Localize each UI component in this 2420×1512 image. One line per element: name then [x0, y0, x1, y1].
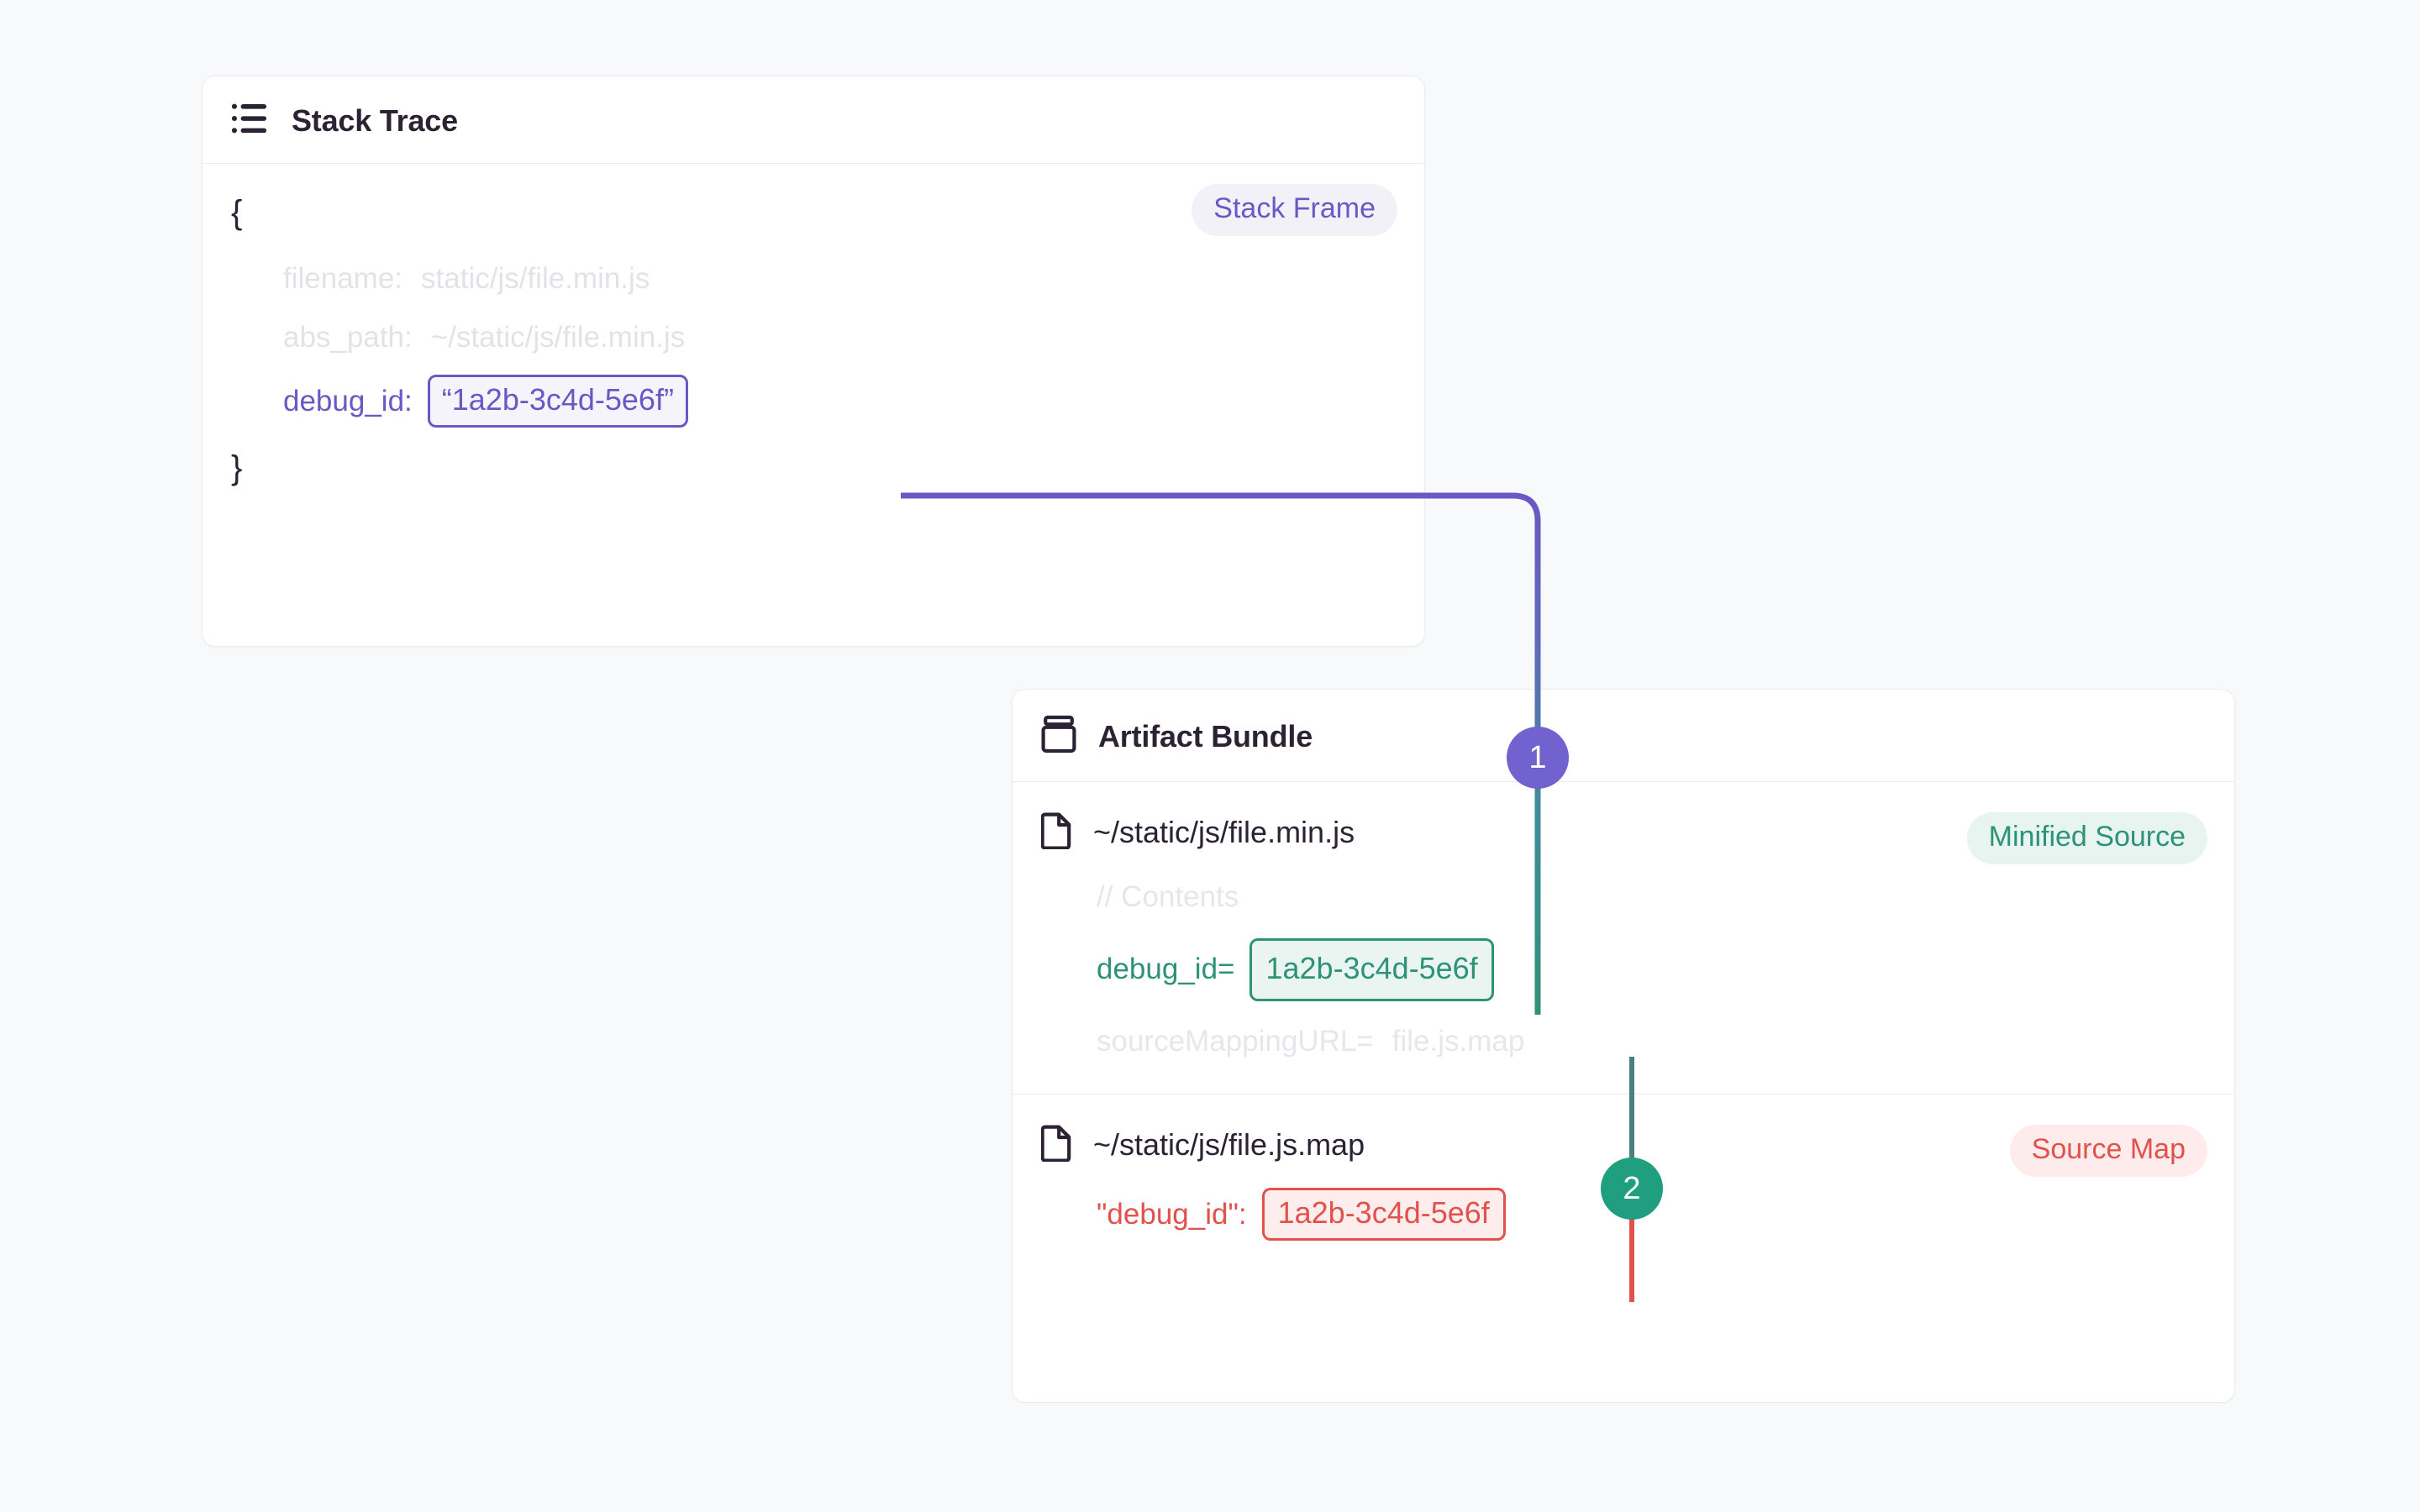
list-icon [231, 102, 270, 139]
field-debug-id-key: debug_id: [283, 384, 413, 417]
sourcemap-file-lines: "debug_id": 1a2b-3c4d-5e6f [1041, 1188, 2206, 1241]
minified-debug-id-key: debug_id= [1097, 952, 1235, 985]
sourcemap-debug-id-value[interactable]: 1a2b-3c4d-5e6f [1261, 1188, 1506, 1241]
field-abs-path-value: ~/static/js/file.min.js [430, 321, 686, 354]
stack-trace-card: Stack Trace Stack Frame { filename: stat… [202, 76, 1425, 647]
minified-file-lines: // Contents debug_id= 1a2b-3c4d-5e6f sou… [1041, 875, 2206, 1063]
close-brace: } [231, 449, 243, 486]
minified-debug-id-value[interactable]: 1a2b-3c4d-5e6f [1249, 937, 1494, 1001]
source-mapping-url-key: sourceMappingURL= [1097, 1024, 1374, 1058]
artifact-bundle-card: Artifact Bundle Minified Source ~/static… [1012, 689, 2235, 1403]
source-map-badge: Source Map [2009, 1125, 2207, 1177]
package-icon [1041, 715, 1076, 758]
sourcemap-file-head: ~/static/js/file.js.map [1040, 1123, 2206, 1166]
stack-trace-debug-id-value[interactable]: “1a2b-3c4d-5e6f” [427, 375, 688, 428]
artifact-bundle-header: Artifact Bundle [1013, 690, 2234, 782]
field-filename: filename: static/js/file.min.js [283, 262, 1396, 296]
step-badge-2-label: 2 [1623, 1170, 1641, 1206]
step-badge-2[interactable]: 2 [1601, 1158, 1663, 1220]
minified-source-badge: Minified Source [1966, 812, 2207, 864]
file-icon [1040, 811, 1073, 853]
field-filename-key: filename: [283, 262, 403, 295]
field-debug-id: debug_id: “1a2b-3c4d-5e6f” [283, 375, 1396, 428]
source-mapping-url-line: sourceMappingURL= file.js.map [1097, 1020, 2206, 1064]
bundle-file-row: Minified Source ~/static/js/file.min.js … [1013, 782, 2234, 1094]
field-abs-path-key: abs_path: [283, 321, 413, 354]
step-badge-1[interactable]: 1 [1507, 727, 1569, 789]
sourcemap-debug-id-key: "debug_id": [1097, 1197, 1247, 1231]
stack-trace-body: Stack Frame { filename: static/js/file.m… [203, 164, 1424, 512]
step-badge-1-label: 1 [1528, 739, 1547, 775]
stack-trace-title: Stack Trace [292, 102, 458, 138]
stack-trace-header: Stack Trace [203, 76, 1424, 164]
contents-comment: // Contents [1097, 880, 1239, 913]
sourcemap-file-name: ~/static/js/file.js.map [1093, 1126, 1365, 1162]
sourcemap-debug-id-line: "debug_id": 1a2b-3c4d-5e6f [1097, 1188, 2206, 1241]
file-icon [1040, 1123, 1073, 1166]
source-mapping-url-value: file.js.map [1392, 1024, 1525, 1058]
minified-file-name: ~/static/js/file.min.js [1093, 814, 1355, 849]
stack-frame-badge: Stack Frame [1192, 184, 1397, 236]
open-brace: { [231, 194, 243, 231]
minified-debug-id-line: debug_id= 1a2b-3c4d-5e6f [1097, 937, 2206, 1001]
field-abs-path: abs_path: ~/static/js/file.min.js [283, 321, 1396, 354]
artifact-bundle-title: Artifact Bundle [1098, 718, 1313, 753]
field-filename-value: static/js/file.min.js [421, 262, 650, 295]
